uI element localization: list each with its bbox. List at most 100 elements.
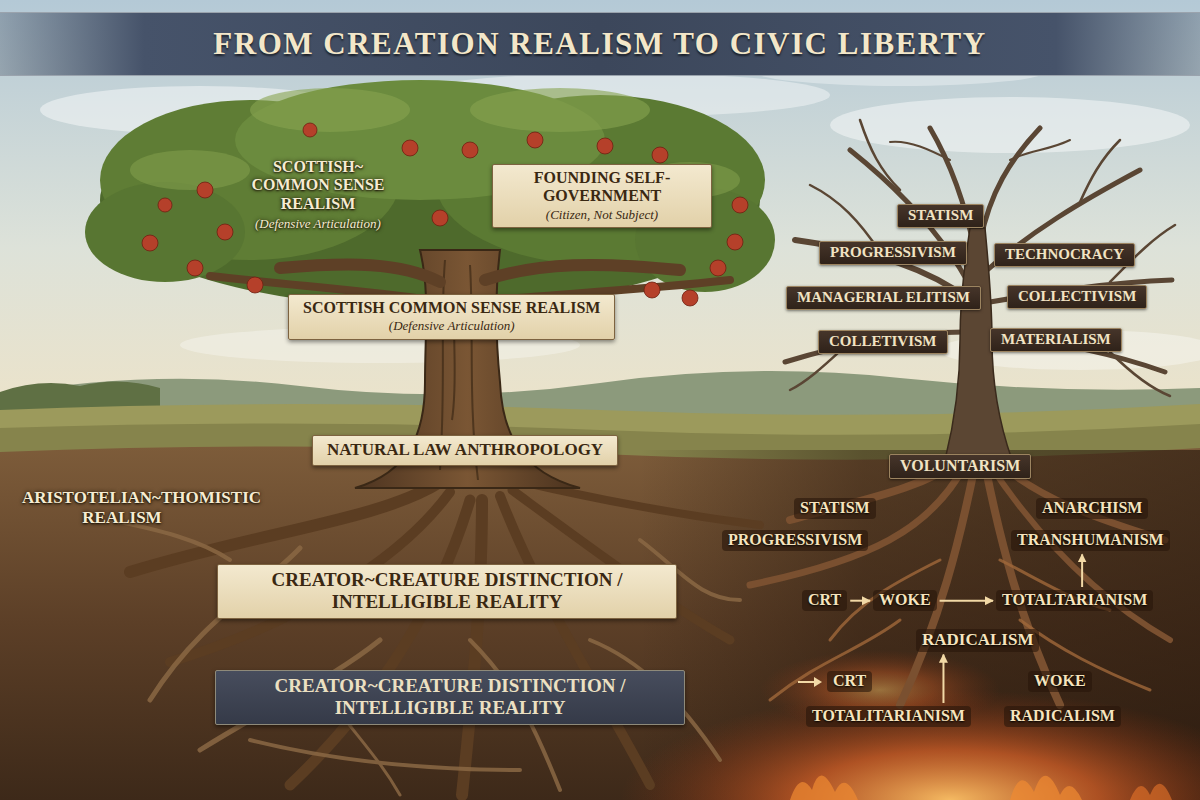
node-heading: PROGRESSIVISM bbox=[830, 244, 956, 261]
dead-tree bbox=[890, 142, 950, 160]
apples bbox=[710, 260, 726, 276]
apples bbox=[732, 197, 748, 213]
dark-plaque: MATERIALISM bbox=[990, 328, 1122, 352]
left-canopy bbox=[85, 80, 775, 308]
apples bbox=[727, 234, 743, 250]
apples bbox=[142, 235, 158, 251]
root-label-box: RADICALISM bbox=[1004, 706, 1121, 727]
node-heading: MATERIALISM bbox=[1001, 331, 1111, 348]
dead-tree bbox=[1110, 352, 1170, 396]
fire-glow bbox=[1130, 784, 1172, 800]
apples bbox=[247, 277, 263, 293]
sky bbox=[0, 0, 1200, 450]
apples bbox=[187, 260, 203, 276]
root-label-box: WOKE bbox=[1028, 671, 1092, 692]
node-heading: MANAGERIAL ELITISM bbox=[797, 289, 970, 306]
small-arrow bbox=[798, 681, 816, 683]
dark-plaque: COLLECTIVISM bbox=[1007, 285, 1147, 309]
fire-glow bbox=[620, 690, 1200, 800]
root-label-box: WOKE bbox=[873, 590, 937, 611]
apples bbox=[682, 290, 698, 306]
dead-tree bbox=[985, 170, 1140, 272]
apples bbox=[158, 198, 172, 212]
node-heading: TRANSHUMANISM bbox=[1017, 531, 1164, 549]
left-canopy bbox=[85, 182, 245, 282]
left-roots bbox=[130, 482, 760, 795]
node-heading: CRT bbox=[808, 591, 841, 609]
node-heading: FOUNDING SELF-GOVERNMENT bbox=[507, 169, 697, 206]
dead-tree bbox=[980, 128, 1040, 242]
apples bbox=[197, 182, 213, 198]
node-heading: WOKE bbox=[879, 591, 931, 609]
apples bbox=[527, 132, 543, 148]
small-arrow bbox=[814, 677, 822, 687]
right-roots bbox=[750, 460, 1170, 705]
right-roots bbox=[990, 465, 1170, 640]
root-label-box: CRT bbox=[827, 671, 872, 692]
dark-plaque: STATISM bbox=[897, 204, 984, 228]
dark-plaque: VOLUNTARISM bbox=[889, 454, 1031, 479]
left-canopy bbox=[470, 88, 650, 132]
ribbon-banner: FOUNDING SELF-GOVERNMENT(Citizen, Not Su… bbox=[492, 164, 712, 228]
root-label-box: PROGRESSIVISM bbox=[722, 530, 868, 551]
left-roots bbox=[110, 520, 740, 795]
sky bbox=[830, 97, 1190, 153]
ribbon-banner: CREATOR~CREATURE DISTINCTION / INTELLIGI… bbox=[217, 564, 677, 619]
ribbon-banner: NATURAL LAW ANTHROPOLOGY bbox=[312, 435, 618, 466]
root-label-box: RADICALISM bbox=[916, 629, 1039, 652]
apples bbox=[142, 123, 748, 306]
left-trunk bbox=[280, 265, 440, 282]
node-subtitle: (Defensive Articulation) bbox=[303, 318, 600, 334]
node-heading: SCOTTISH COMMON SENSE REALISM bbox=[303, 299, 600, 317]
dead-tree bbox=[1010, 140, 1070, 160]
node-heading: PROGRESSIVISM bbox=[728, 531, 862, 549]
apples bbox=[644, 282, 660, 298]
node-heading: TOTALTARIANISM bbox=[1002, 591, 1147, 609]
root-label-box: STATISM bbox=[794, 498, 876, 519]
fire-glow bbox=[790, 775, 858, 800]
dead-tree bbox=[785, 120, 1175, 460]
dead-tree bbox=[1080, 140, 1120, 202]
node-heading: WOKE bbox=[1034, 672, 1086, 690]
node-heading: NATURAL LAW ANTHROPOLOGY bbox=[327, 440, 603, 460]
right-roots bbox=[770, 560, 1150, 700]
apples bbox=[432, 210, 448, 226]
node-heading: CRT bbox=[833, 672, 866, 690]
fire-glow bbox=[620, 650, 1200, 800]
right-roots bbox=[900, 465, 975, 705]
node-heading: CREATOR~CREATURE DISTINCTION / INTELLIGI… bbox=[230, 675, 670, 719]
root-label-box: ANARCHISM bbox=[1036, 498, 1148, 519]
fire-glow bbox=[760, 650, 1000, 730]
arrow-connector bbox=[1081, 554, 1083, 587]
left-canopy bbox=[250, 88, 410, 132]
canopy-subtitle: (Defensive Articulation) bbox=[255, 217, 381, 232]
node-heading: RADICALISM bbox=[922, 630, 1033, 650]
left-trunk bbox=[210, 250, 730, 488]
sky bbox=[0, 0, 1200, 450]
root-label-box: TRANSHUMANISM bbox=[1011, 530, 1170, 551]
dark-plaque: TECHNOCRACY bbox=[994, 243, 1135, 267]
node-heading: TOTALITARIANISM bbox=[812, 707, 965, 725]
ribbon-banner: SCOTTISH COMMON SENSE REALISM(Defensive … bbox=[288, 294, 615, 340]
dark-plaque: MANAGERIAL ELITISM bbox=[786, 286, 981, 310]
node-heading: COLLECTIVISM bbox=[1018, 288, 1136, 305]
arrow-connector bbox=[850, 600, 870, 602]
canopy-label: SCOTTISH~ COMMON SENSE REALISM bbox=[243, 158, 393, 213]
right-roots bbox=[1020, 620, 1150, 690]
right-roots bbox=[750, 460, 1170, 705]
left-roots bbox=[110, 482, 760, 795]
apples bbox=[402, 140, 418, 156]
apples bbox=[462, 142, 478, 158]
left-canopy bbox=[130, 150, 250, 190]
fire-glow bbox=[1010, 776, 1082, 800]
root-label-box: TOTALTARIANISM bbox=[996, 590, 1153, 611]
node-heading: STATISM bbox=[908, 207, 973, 224]
apples bbox=[217, 224, 233, 240]
node-subtitle: (Citizen, Not Subject) bbox=[507, 207, 697, 223]
node-heading: VOLUNTARISM bbox=[900, 457, 1020, 475]
dark-plaque: PROGRESSIVISM bbox=[819, 241, 967, 265]
node-heading: CREATOR~CREATURE DISTINCTION / INTELLIGI… bbox=[232, 569, 662, 613]
title-banner: FROM CREATION REALISM TO CIVIC LIBERTY bbox=[0, 12, 1200, 76]
apples bbox=[652, 147, 668, 163]
dark-banner: CREATOR~CREATURE DISTINCTION / INTELLIGI… bbox=[215, 670, 685, 725]
